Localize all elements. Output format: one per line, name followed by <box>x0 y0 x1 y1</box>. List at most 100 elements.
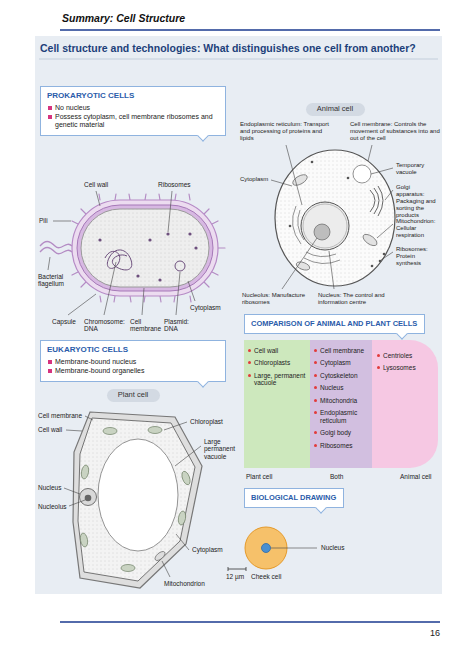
label-slot: Large permanent vacuole <box>204 438 240 460</box>
venn-region: CentriolesLysosomes <box>372 340 438 468</box>
label-slot: Mitochondrion <box>164 580 212 587</box>
part-label: Temporary vacuole <box>396 162 440 176</box>
bacterium <box>72 200 218 296</box>
plant-cell <box>80 464 89 479</box>
label-slot: Chromosome: DNA <box>84 318 128 333</box>
part-label: Chromosome: DNA <box>84 318 128 333</box>
title-slot: Summary: Cell Structure <box>62 12 185 24</box>
leader-line <box>96 191 100 206</box>
part-label: Mitochondrion: Cellular respiration <box>396 218 440 239</box>
bacterium <box>98 238 101 241</box>
bacterium <box>40 194 225 302</box>
rule-line <box>39 59 438 60</box>
callout-box: COMPARISON OF ANIMAL AND PLANT CELLS <box>244 314 425 334</box>
label-slot: Capsule <box>52 318 82 325</box>
bacterium <box>81 209 209 287</box>
venn-item: Ribosomes <box>314 442 369 449</box>
part-label: Ribosomes <box>158 181 198 188</box>
label-slot: Nucleolus <box>38 503 72 510</box>
leader-line <box>68 294 96 315</box>
plant-cell <box>78 418 195 581</box>
label-slot: 12 µm <box>226 573 250 580</box>
page-number: 16 <box>430 628 450 638</box>
cheek-cell <box>262 544 271 553</box>
part-label: Bacterial flagellum <box>38 273 72 288</box>
part-label: Nucleolus <box>38 503 72 510</box>
bullet-text: Membrane-bound nucleus <box>47 358 219 366</box>
part-label: Pili <box>39 217 55 224</box>
label-slot: Cell wall <box>84 181 118 188</box>
plant-cell <box>73 412 202 588</box>
box-heading: EUKARYOTIC CELLS <box>47 345 219 355</box>
label-slot: Bacterial flagellum <box>38 273 72 288</box>
label-slot: Nucleus: The control and information cen… <box>318 292 404 306</box>
animal-cell <box>311 161 314 164</box>
leader-line <box>176 272 180 315</box>
bacterium <box>72 194 225 302</box>
panel-heading: Cell structure and technologies: What di… <box>40 42 416 55</box>
box-heading: BIOLOGICAL DRAWING <box>251 493 337 502</box>
scale-bar <box>228 569 246 570</box>
plant-cell <box>180 470 191 486</box>
leader-line <box>188 281 195 301</box>
venn-region: Cell membraneCytoplasmCytoskeletonNucleu… <box>310 340 372 468</box>
animal-cell <box>347 177 350 180</box>
part-label: Large permanent vacuole <box>204 438 240 460</box>
venn-item: Chloroplasts <box>248 359 306 366</box>
venn-caption: Animal cell <box>400 473 440 480</box>
plant-cell <box>177 510 186 525</box>
part-label: Cell membrane: Controls the movement of … <box>350 121 440 142</box>
scale-bar <box>246 567 247 571</box>
leader-line <box>85 416 93 420</box>
label-slot: Plasmid: DNA <box>164 318 194 333</box>
leader-line <box>168 191 172 232</box>
leader-line <box>69 500 85 506</box>
rule-line <box>60 29 440 31</box>
callout-box: EUKARYOTIC CELLSMembrane-bound nucleusMe… <box>40 340 226 382</box>
animal-cell <box>301 202 349 250</box>
leader-line <box>64 488 80 494</box>
venn-caption: Both <box>330 473 360 480</box>
label-slot: Cell wall <box>38 426 72 433</box>
bacterium <box>105 250 132 270</box>
part-label: Nucleolus: Manufacture ribosomes <box>242 292 312 306</box>
leader-line <box>164 422 187 430</box>
part-label: Ribosomes: Protein synthesis <box>396 246 440 267</box>
bacterium <box>166 232 169 235</box>
label-slot: Nucleus <box>321 544 355 551</box>
part-label: Nucleus: The control and information cen… <box>318 292 404 306</box>
part-label: Mitochondrion <box>164 580 212 587</box>
label-slot: Animal cell <box>400 473 440 480</box>
rule-line <box>39 30 440 622</box>
plant-cell <box>153 550 166 562</box>
animal-cell <box>379 260 382 263</box>
animal-cell <box>314 224 330 240</box>
part-label: Endoplasmic reticulum: Transport and pro… <box>240 121 334 142</box>
label-slot: Ribosomes <box>158 181 198 188</box>
bacterium <box>148 238 151 241</box>
bacterium <box>158 278 161 281</box>
leader-line <box>66 430 82 431</box>
bacterium <box>136 274 139 277</box>
part-label: Capsule <box>52 318 82 325</box>
venn-item: Lysosomes <box>377 364 434 371</box>
pill-label: Plant cell <box>118 391 149 399</box>
label-slot: Cytoplasm <box>190 304 228 311</box>
part-label: Cytoplasm <box>190 304 228 311</box>
callout-box: PROKARYOTIC CELLSNo nucleusPossess cytop… <box>40 86 226 136</box>
plant-cell <box>103 428 117 435</box>
bacterium <box>40 242 72 248</box>
label-slot: Ribosomes: Protein synthesis <box>396 246 440 267</box>
label-slot: 16 <box>430 628 450 638</box>
label-slot: Both <box>330 473 360 480</box>
callout-box: BIOLOGICAL DRAWING <box>244 488 344 508</box>
venn-item: Centrioles <box>377 352 434 359</box>
leader-line <box>162 561 170 577</box>
animal-cell <box>383 253 386 256</box>
leader-line <box>53 221 71 222</box>
bacterium <box>77 205 213 291</box>
label-slot: Cell membrane: Controls the movement of … <box>350 121 440 142</box>
bullet-text: Possess cytoplasm, cell membrane ribosom… <box>47 113 219 130</box>
leader-line <box>282 238 317 289</box>
box-heading: PROKARYOTIC CELLS <box>47 91 219 101</box>
